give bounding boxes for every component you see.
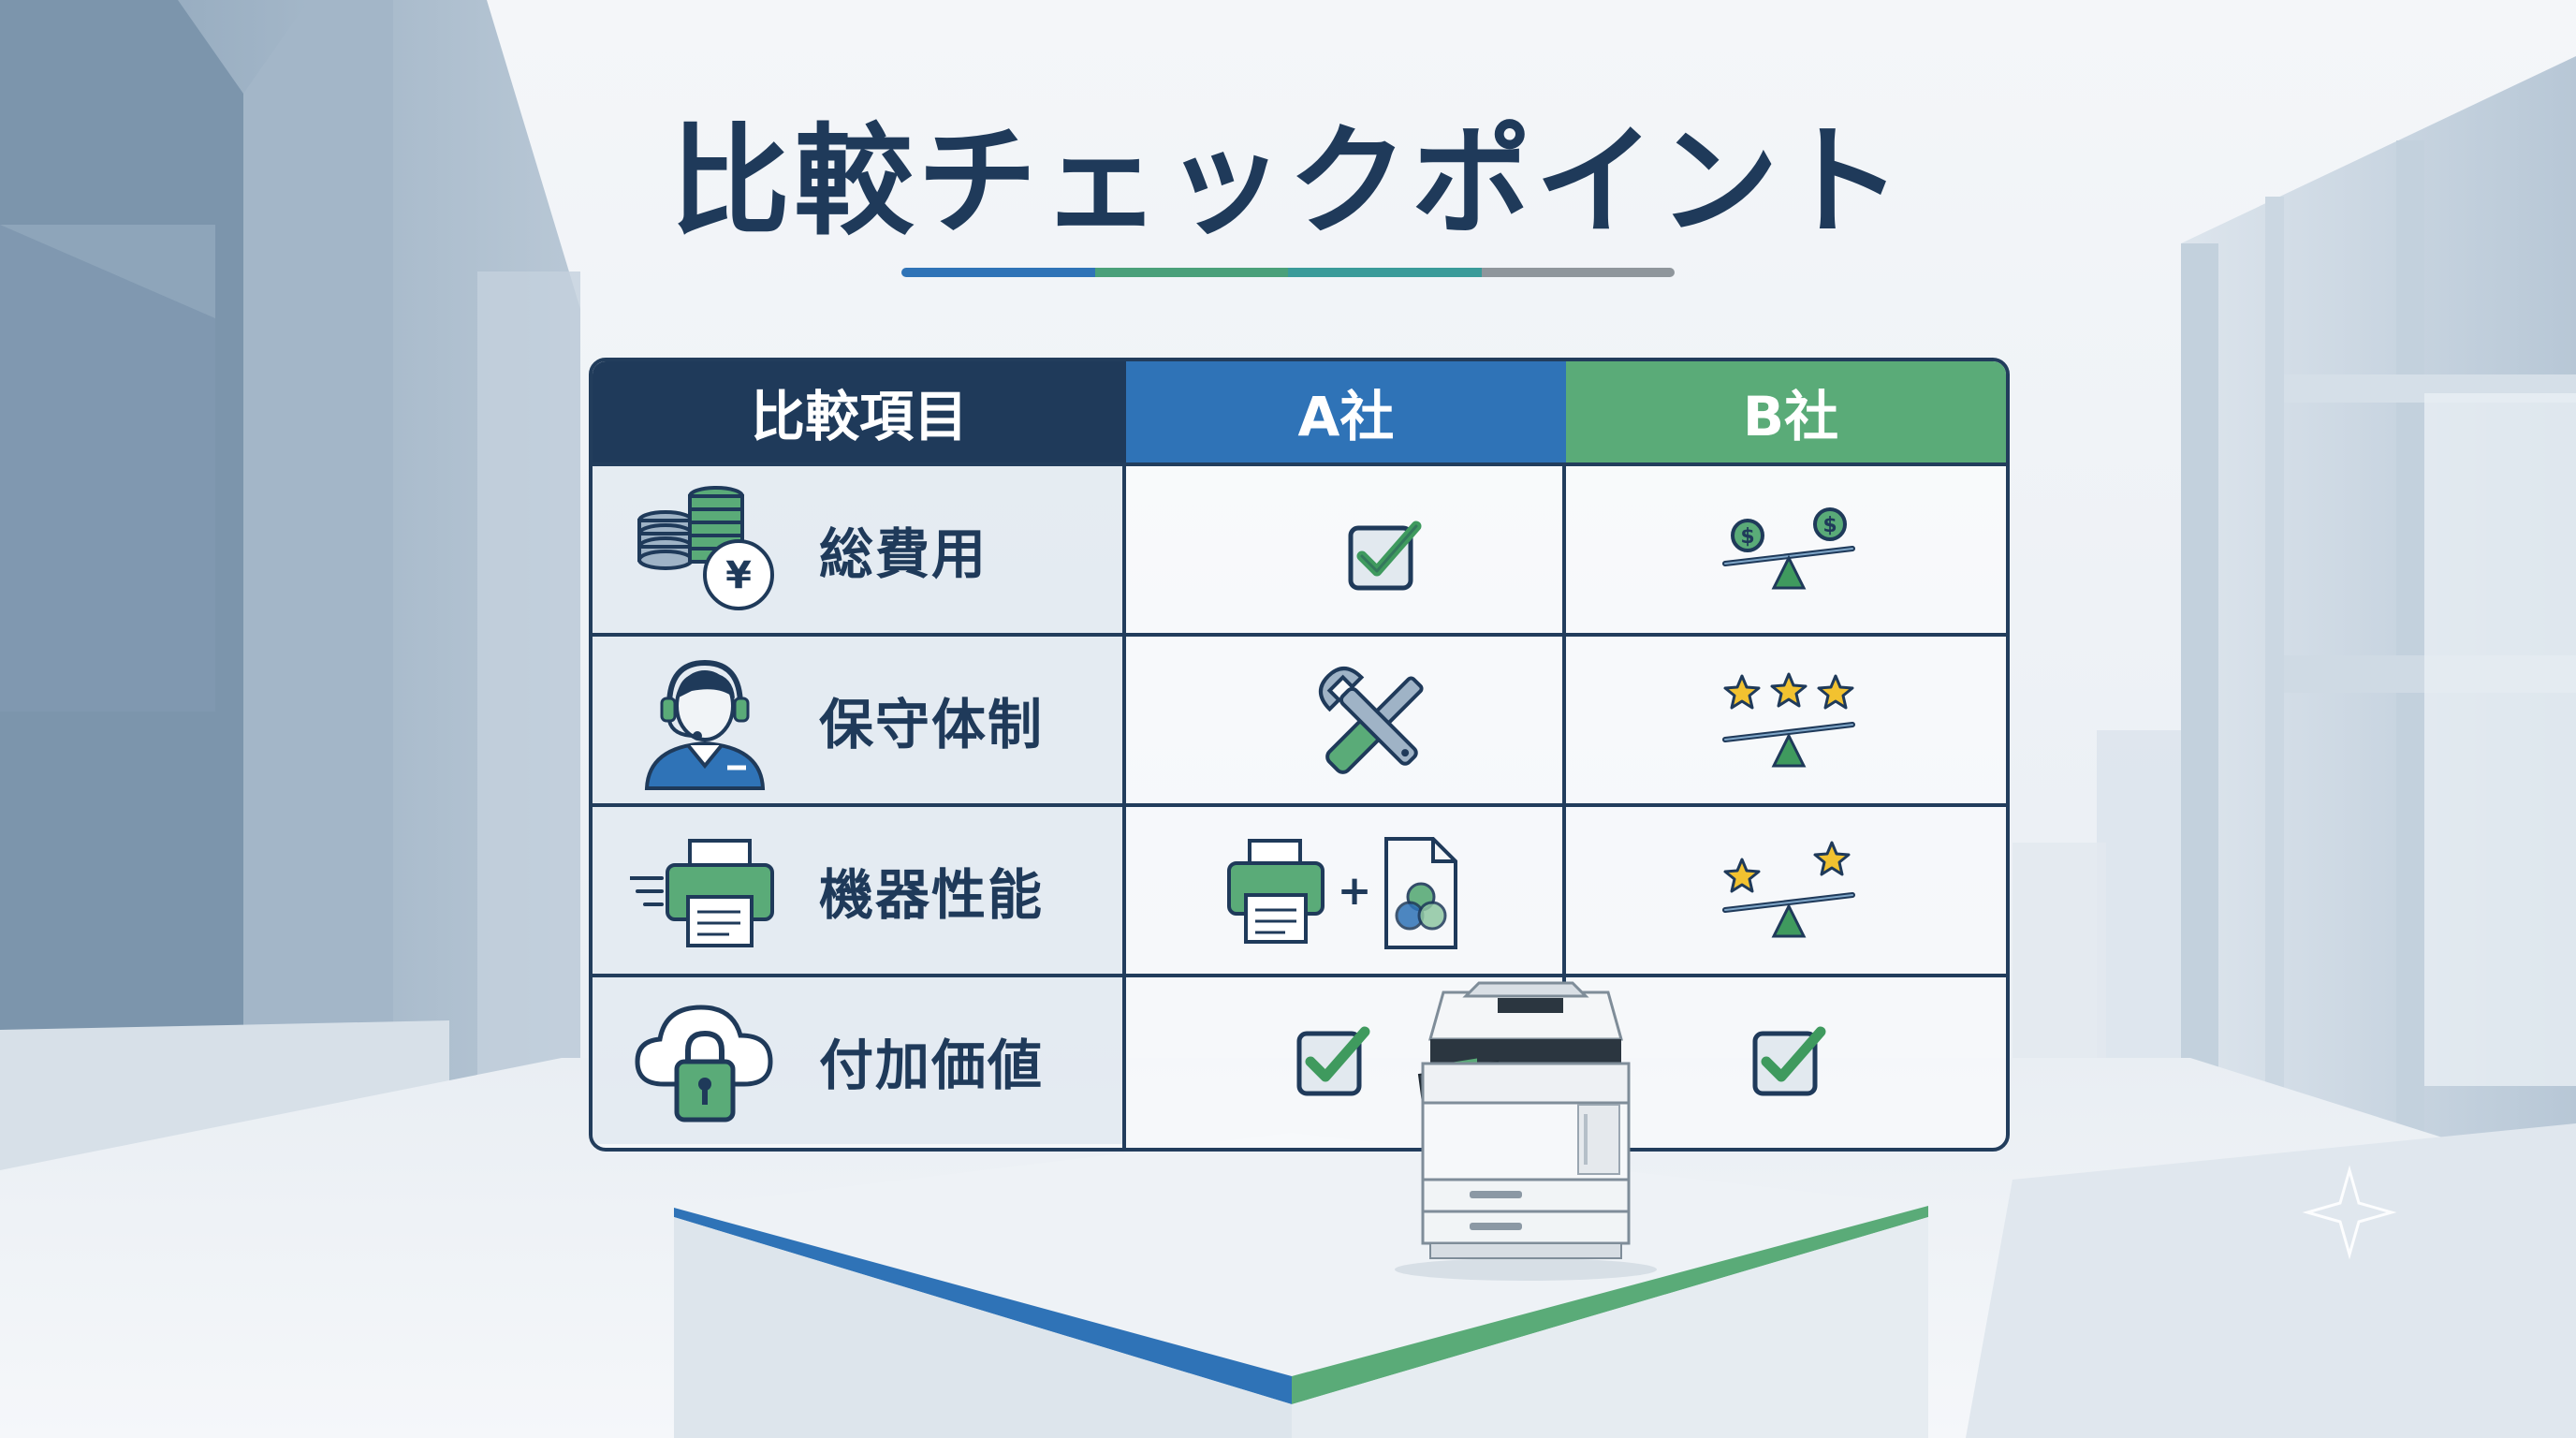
row-label-total-cost: 総費用 xyxy=(819,522,988,586)
svg-text:$: $ xyxy=(1740,525,1754,549)
dollar-balance-scale-icon: $ $ xyxy=(1722,507,1855,590)
grid-line xyxy=(593,462,2006,466)
row-label-performance: 機器性能 xyxy=(819,863,1045,927)
table-row-added-value: 付加価値 xyxy=(593,977,1122,1144)
three-star-balance-icon xyxy=(1722,672,1855,768)
svg-text:$: $ xyxy=(1822,514,1837,537)
grid-line xyxy=(593,803,2006,807)
table-row-total-cost: ¥ 総費用 xyxy=(593,466,1122,633)
two-star-balance-icon xyxy=(1722,841,1855,938)
table-row-maintenance: 保守体制 xyxy=(593,637,1122,803)
grid-line xyxy=(593,974,2006,977)
support-agent-headset-icon xyxy=(644,659,766,790)
printer-plus-color-document-icon: + xyxy=(1227,837,1457,949)
grid-line xyxy=(593,633,2006,637)
checkbox-checked-icon xyxy=(1752,1026,1826,1096)
fast-printer-icon xyxy=(630,839,774,947)
cloud-lock-icon xyxy=(635,1005,773,1123)
row-label-maintenance: 保守体制 xyxy=(819,693,1045,756)
grid-line xyxy=(1562,462,1566,1148)
checkbox-checked-icon xyxy=(1296,1026,1370,1096)
table-row-performance: 機器性能 xyxy=(593,807,1122,974)
checkbox-checked-icon xyxy=(1348,521,1422,591)
header-criterion: 比較項目 xyxy=(593,361,1126,462)
svg-text:+: + xyxy=(1338,867,1372,915)
comparison-table: 比較項目 A社 B社 xyxy=(589,358,2010,1152)
multifunction-printer-illustration xyxy=(1395,981,1657,1281)
header-company-a-label: A社 xyxy=(1297,385,1395,448)
wrench-screwdriver-icon xyxy=(1318,666,1424,774)
page-title: 比較チェックポイント xyxy=(669,112,1906,252)
grid-line xyxy=(1122,462,1126,1148)
coin-stack-yen-icon: ¥ xyxy=(637,486,774,610)
row-label-added-value: 付加価値 xyxy=(819,1034,1045,1097)
header-company-b-label: B社 xyxy=(1742,385,1839,448)
header-company-b: B社 xyxy=(1566,361,2006,462)
header-criterion-label: 比較項目 xyxy=(750,385,968,448)
header-company-a: A社 xyxy=(1126,361,1566,462)
svg-text:¥: ¥ xyxy=(725,554,752,597)
title-underline xyxy=(901,268,1675,277)
